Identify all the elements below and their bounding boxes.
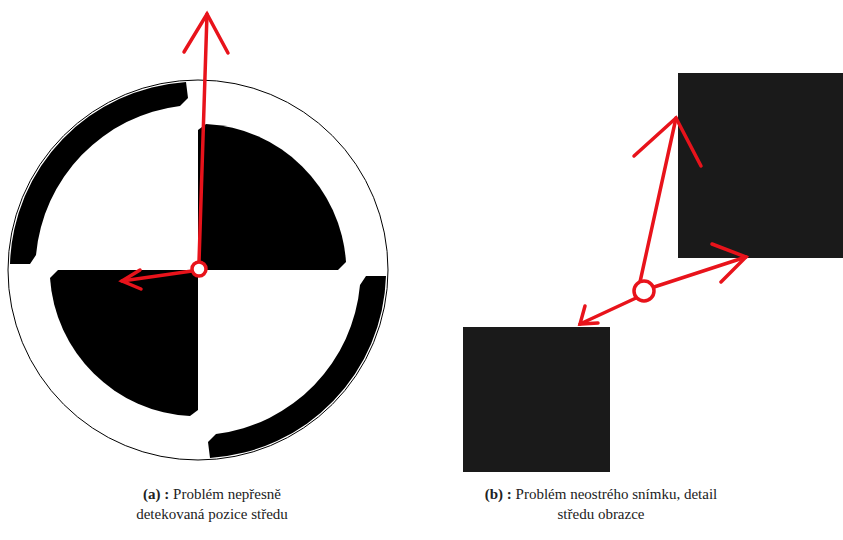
caption-tag: (b) :: [485, 486, 512, 502]
center-marker: [192, 262, 206, 276]
dark-square: [678, 73, 843, 258]
caption-tag: (a) :: [143, 486, 169, 502]
red-arrows: [580, 118, 746, 324]
caption: (b) : Problém neostrého snímku, detail s…: [466, 484, 736, 524]
caption-text: Problém neostrého snímku, detail středu …: [516, 486, 718, 522]
dark-square: [463, 327, 610, 472]
center-marker: [634, 281, 654, 301]
red-arrows: [122, 14, 228, 289]
target-pattern: [8, 80, 388, 460]
caption: (a) : Problém nepřesně detekovaná pozice…: [112, 484, 312, 524]
